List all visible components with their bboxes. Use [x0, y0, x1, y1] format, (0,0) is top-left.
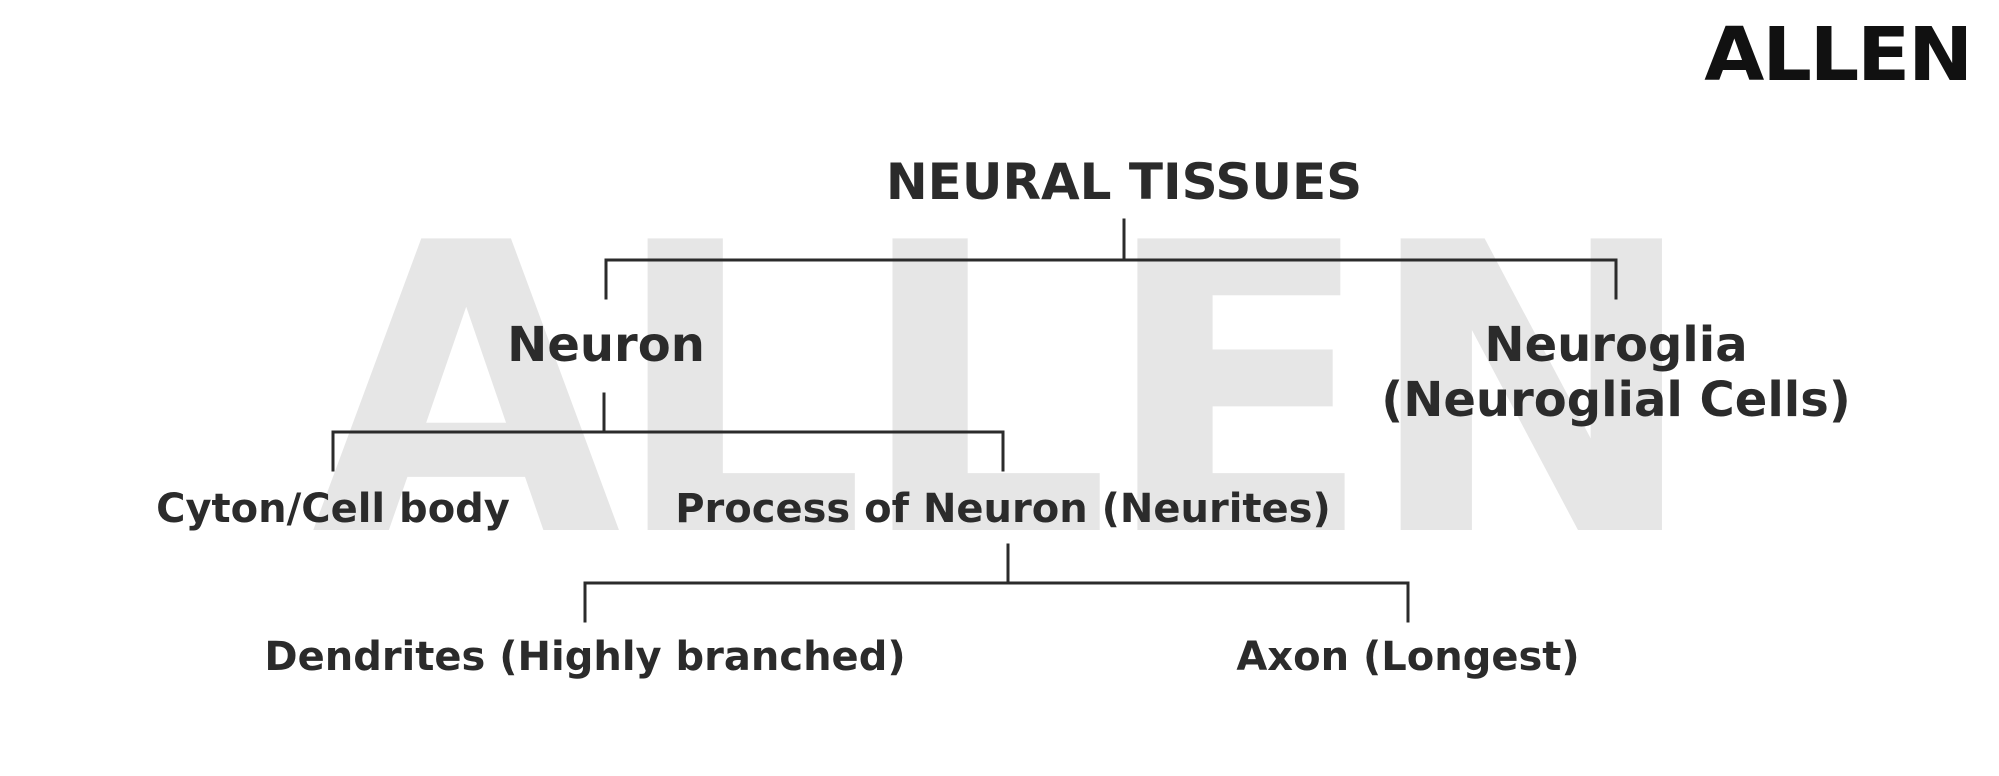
allen-logo: ALLEN [1704, 12, 1973, 98]
node-cyton: Cyton/Cell body [156, 486, 510, 532]
node-process-of-neuron: Process of Neuron (Neurites) [675, 486, 1331, 532]
connector-root [604, 218, 1618, 300]
node-neuron: Neuron [507, 317, 705, 373]
connector-process [583, 543, 1410, 623]
node-neuroglia: Neuroglia (Neuroglial Cells) [1381, 317, 1851, 429]
node-neuroglia-line2: (Neuroglial Cells) [1381, 372, 1851, 429]
node-neuroglia-line1: Neuroglia [1484, 317, 1748, 373]
node-dendrites: Dendrites (Highly branched) [264, 634, 906, 680]
connector-neuron [331, 392, 1005, 472]
node-neural-tissues: NEURAL TISSUES [885, 153, 1363, 211]
node-axon: Axon (Longest) [1236, 634, 1580, 680]
watermark-text: ALLEN [311, 160, 1688, 625]
